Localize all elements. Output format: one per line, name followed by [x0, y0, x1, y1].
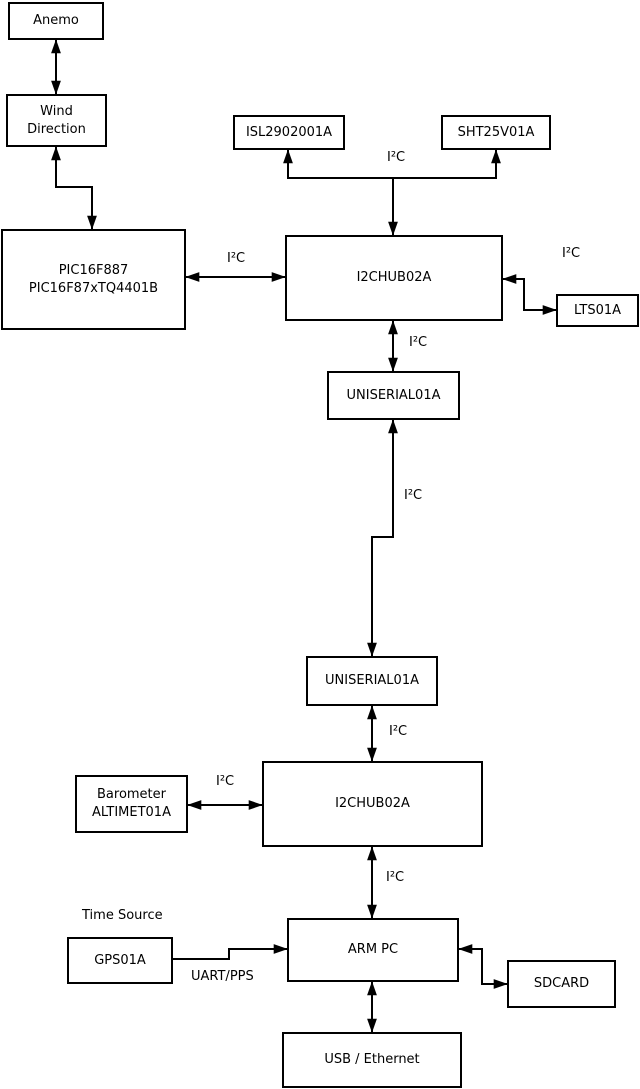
edge-label-i2c-uniserial-hub-lower: I²C: [389, 724, 408, 739]
node-sht-label: SHT25V01A: [457, 124, 535, 140]
edge-label-i2c-hub-lts: I²C: [562, 246, 581, 261]
node-gps: GPS01A: [67, 937, 173, 984]
node-lts-label: LTS01A: [573, 302, 622, 318]
node-pic-line2: PIC16F87xTQ4401B: [28, 280, 159, 296]
node-pic-line1: PIC16F887: [58, 262, 129, 278]
node-wind-direction: Wind Direction: [6, 94, 107, 147]
edge-wind-pic: [51, 146, 97, 230]
node-sdcard-label: SDCARD: [533, 976, 590, 992]
node-gps-label: GPS01A: [94, 952, 146, 968]
node-usb-ethernet-label: USB / Ethernet: [324, 1052, 420, 1068]
node-usb-ethernet: USB / Ethernet: [282, 1032, 462, 1088]
node-i2c-hub-upper: I2CHUB02A: [285, 235, 503, 321]
node-uniserial-lower: UNISERIAL01A: [306, 656, 438, 706]
node-wind-direction-line1: Wind: [40, 103, 73, 119]
edge-armpc-sdcard: [458, 944, 508, 989]
node-anemo-label: Anemo: [33, 13, 79, 29]
edge-label-i2c-pic-hub: I²C: [227, 251, 246, 266]
node-isl-label: ISL2902001A: [245, 124, 333, 140]
node-uniserial-lower-label: UNISERIAL01A: [325, 673, 419, 689]
node-lts-sensor: LTS01A: [556, 294, 639, 327]
edge-label-i2c-sensors-top: I²C: [387, 150, 406, 165]
node-barometer-line1: Barometer: [97, 787, 166, 803]
edge-gps-armpc: [173, 944, 288, 960]
edge-label-i2c-hub-armpc: I²C: [386, 870, 405, 885]
node-arm-pc-label: ARM PC: [347, 942, 399, 958]
node-uniserial-upper-label: UNISERIAL01A: [346, 387, 441, 403]
edge-hub1-lts: [502, 274, 557, 315]
edge-label-i2c-hub-uniserial-upper: I²C: [409, 335, 428, 350]
node-pic-controller: PIC16F887 PIC16F87xTQ4401B: [1, 229, 186, 330]
node-i2c-hub-upper-label: I2CHUB02A: [356, 270, 432, 286]
node-anemo: Anemo: [8, 2, 104, 40]
edge-label-uart-pps: UART/PPS: [191, 969, 254, 984]
node-sht-sensor: SHT25V01A: [441, 115, 551, 150]
node-i2c-hub-lower: I2CHUB02A: [262, 761, 483, 847]
edge-label-i2c-barometer-hub: I²C: [216, 774, 235, 789]
node-isl-sensor: ISL2902001A: [233, 115, 345, 150]
node-arm-pc: ARM PC: [287, 918, 459, 982]
edge-label-i2c-uniserial-link: I²C: [404, 488, 423, 503]
node-sdcard: SDCARD: [507, 960, 616, 1008]
node-barometer-line2: ALTIMET01A: [92, 805, 171, 820]
node-i2c-hub-lower-label: I2CHUB02A: [335, 796, 410, 812]
node-barometer: Barometer ALTIMET01A: [75, 775, 188, 833]
annotation-time-source: Time Source: [82, 908, 163, 923]
edge-uniserial-link: [367, 419, 398, 657]
node-wind-direction-line2: Direction: [27, 121, 86, 137]
node-uniserial-upper: UNISERIAL01A: [327, 371, 460, 420]
